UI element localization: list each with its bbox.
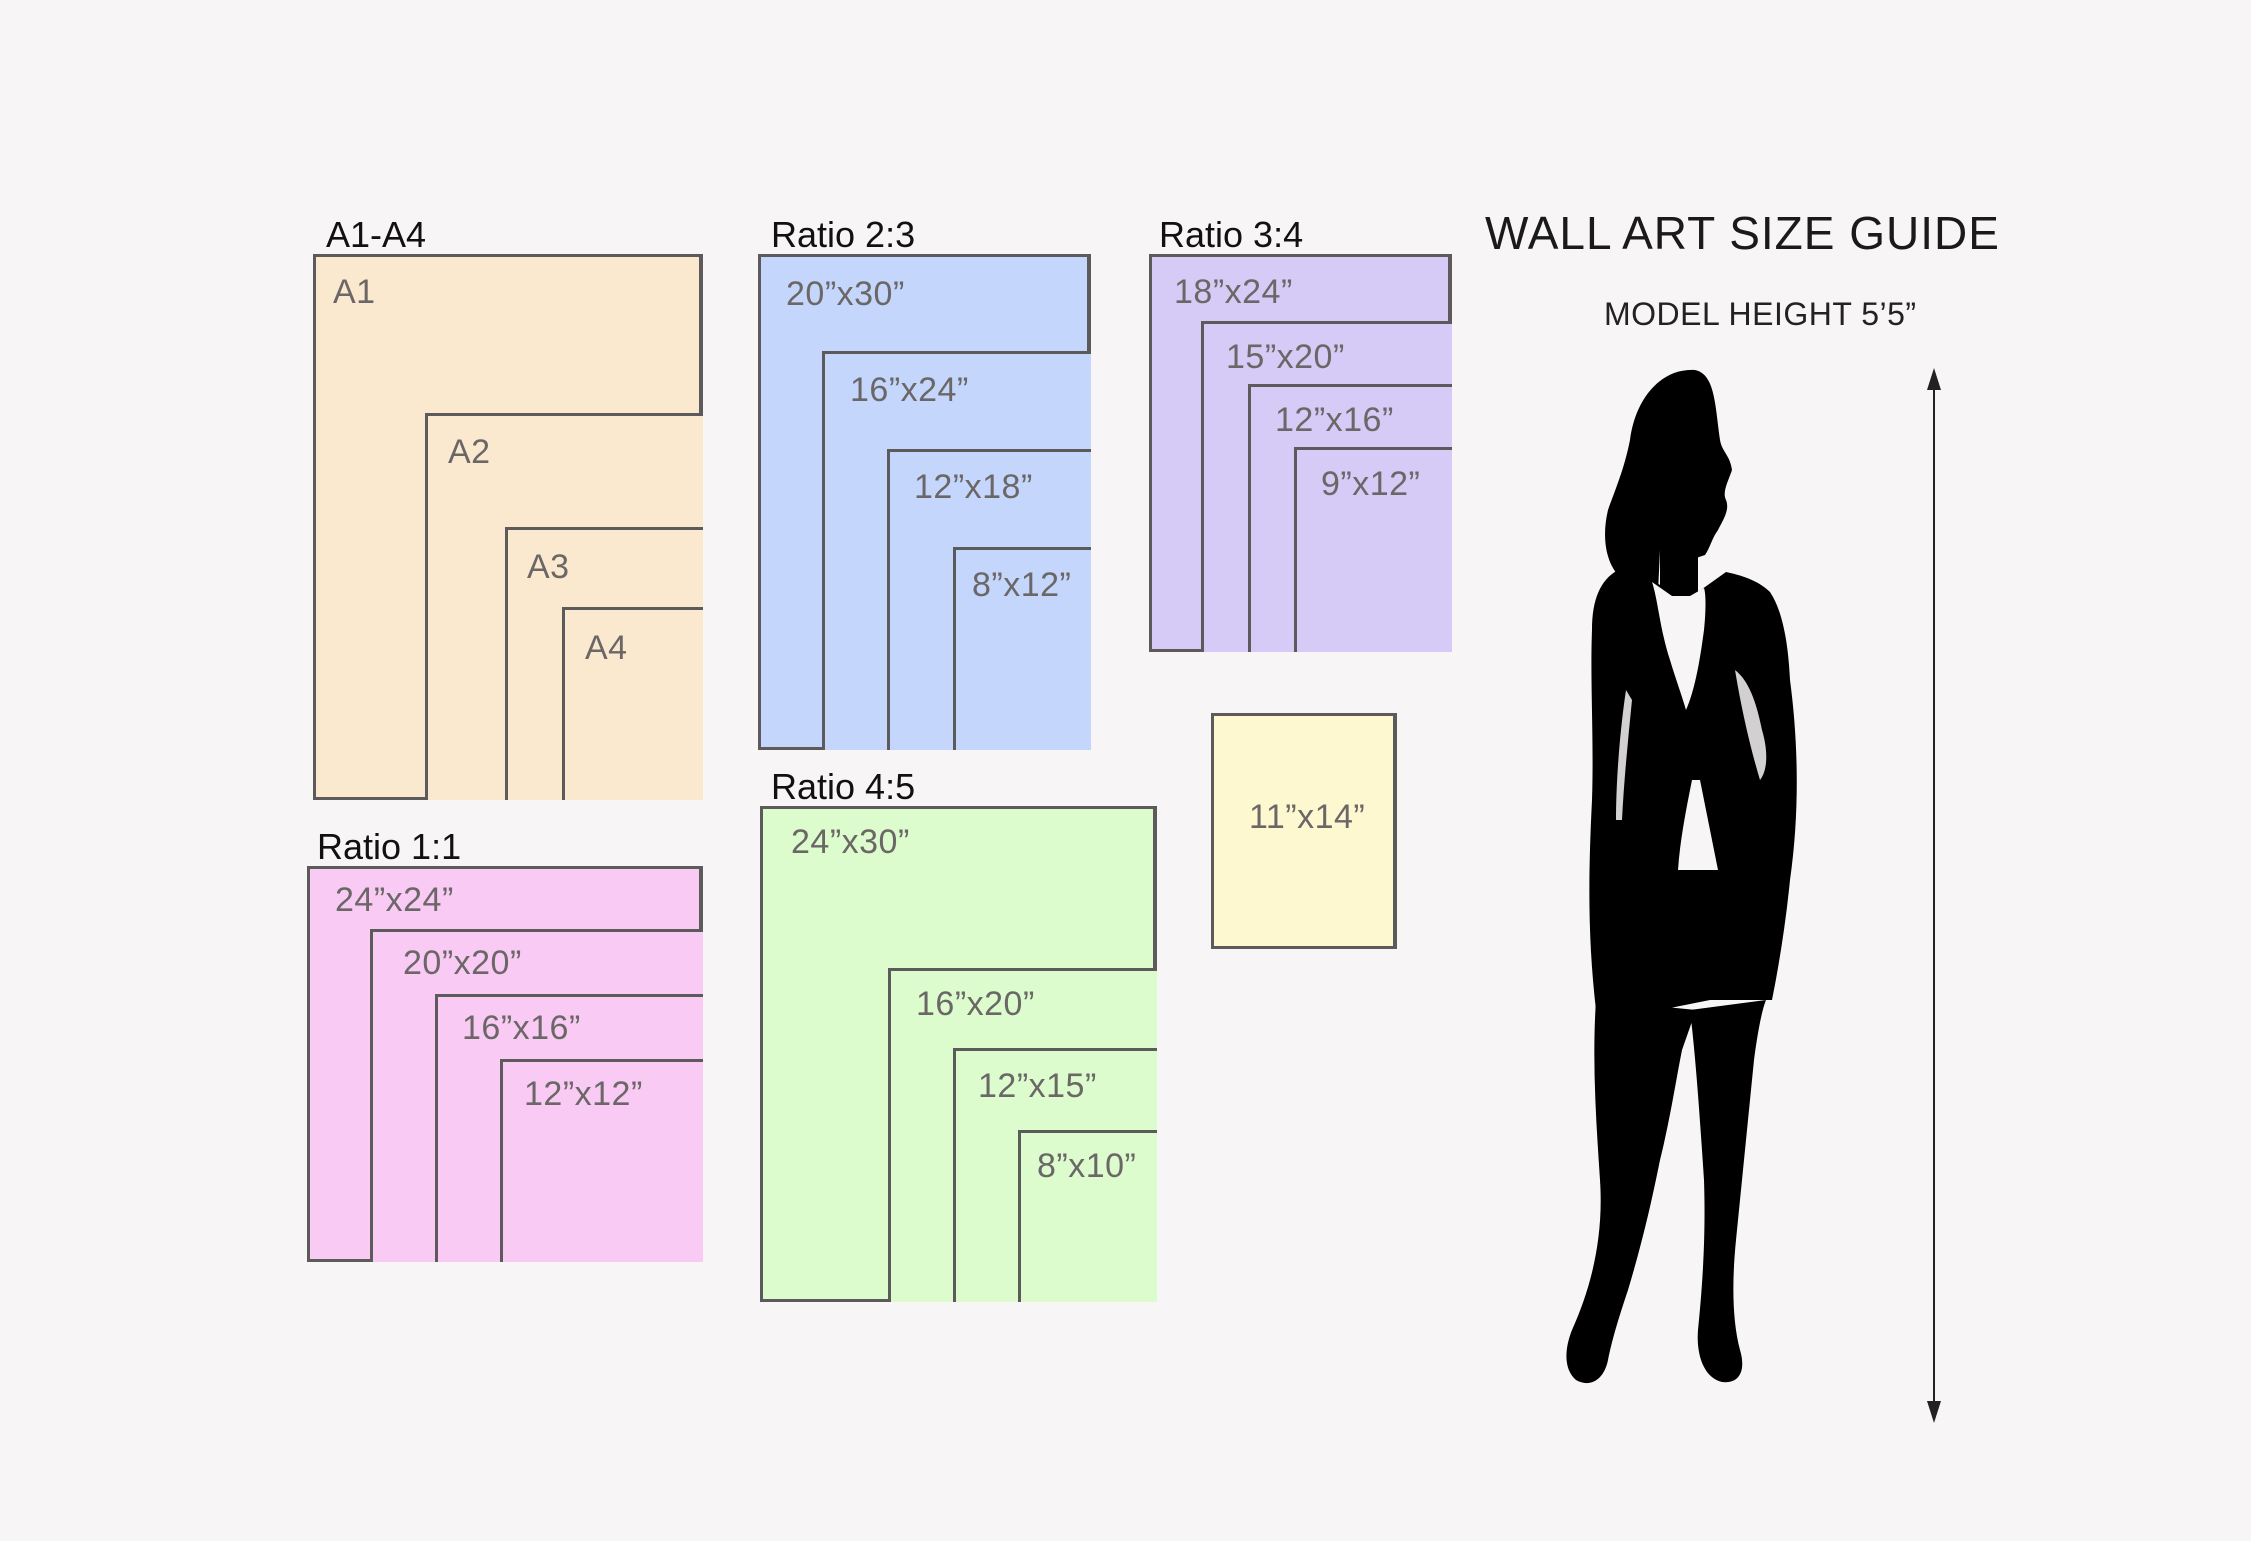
- frame-label-12x12: 12”x12”: [524, 1075, 643, 1114]
- ruler-line: [1933, 382, 1935, 1409]
- frame-label-a4: A4: [585, 629, 628, 668]
- frame-9x12: 9”x12”: [1294, 447, 1452, 652]
- frame-8x10: 8”x10”: [1018, 1130, 1157, 1302]
- model-silhouette-icon: [1500, 360, 1880, 1440]
- model-height-label: MODEL HEIGHT 5’5”: [1604, 296, 1917, 333]
- height-ruler: [1930, 368, 1938, 1423]
- frame-label-24x30: 24”x30”: [791, 823, 910, 862]
- group-title-ratio-1-1: Ratio 1:1: [317, 826, 461, 868]
- frame-label-18x24: 18”x24”: [1174, 273, 1293, 312]
- frame-11x14: 11”x14”: [1211, 713, 1397, 949]
- frame-label-24x24: 24”x24”: [335, 881, 454, 920]
- group-title-a-series: A1-A4: [326, 214, 426, 256]
- group-title-ratio-4-5: Ratio 4:5: [771, 766, 915, 808]
- frame-label-8x12: 8”x12”: [972, 566, 1071, 605]
- arrow-down-icon: [1927, 1401, 1941, 1423]
- frame-label-20x30: 20”x30”: [786, 275, 905, 314]
- frame-label-11x14: 11”x14”: [1249, 798, 1365, 837]
- frame-label-12x18: 12”x18”: [914, 468, 1033, 507]
- silhouette-leg-left: [1566, 1000, 1696, 1383]
- frame-8x12: 8”x12”: [953, 547, 1091, 750]
- group-title-ratio-3-4: Ratio 3:4: [1159, 214, 1303, 256]
- frame-label-a1: A1: [333, 273, 376, 312]
- silhouette-leg-right: [1690, 1000, 1766, 1382]
- frame-label-16x16: 16”x16”: [462, 1009, 581, 1048]
- frame-label-12x16: 12”x16”: [1275, 401, 1394, 440]
- frame-label-15x20: 15”x20”: [1226, 338, 1345, 377]
- frame-label-9x12: 9”x12”: [1321, 465, 1420, 504]
- frame-label-20x20: 20”x20”: [403, 944, 522, 983]
- page-title: WALL ART SIZE GUIDE: [1485, 206, 2000, 260]
- frame-a4: A4: [562, 607, 703, 800]
- frame-12x12: 12”x12”: [500, 1059, 703, 1262]
- frame-label-a2: A2: [448, 433, 491, 472]
- frame-label-12x15: 12”x15”: [978, 1067, 1097, 1106]
- frame-label-16x20: 16”x20”: [916, 985, 1035, 1024]
- frame-label-16x24: 16”x24”: [850, 371, 969, 410]
- frame-label-8x10: 8”x10”: [1037, 1147, 1136, 1186]
- frame-label-a3: A3: [527, 548, 570, 587]
- group-title-ratio-2-3: Ratio 2:3: [771, 214, 915, 256]
